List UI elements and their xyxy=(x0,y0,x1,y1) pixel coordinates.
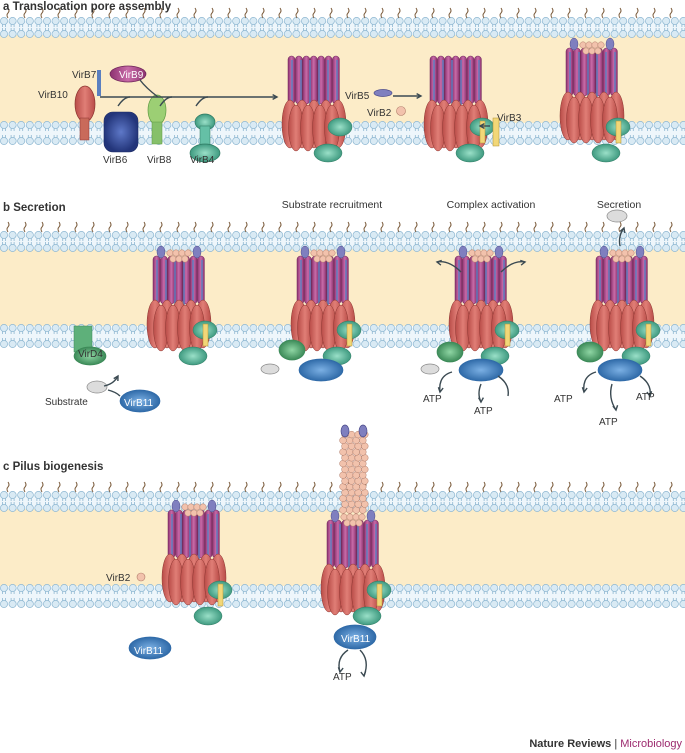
virb10-shape xyxy=(74,85,96,123)
label-atp-5: ATP xyxy=(636,392,655,403)
virb11-free-shape xyxy=(119,389,161,413)
section-b-letter: b xyxy=(3,202,10,214)
step-complex-activation: Complex activation xyxy=(447,199,536,211)
secretion-complex-b3 xyxy=(448,245,520,366)
section-c-heading: c Pilus biogenesis xyxy=(3,461,103,473)
label-substrate: Substrate xyxy=(45,397,88,408)
virb11-bound-1 xyxy=(298,358,344,382)
journal-credit: Nature Reviews | Microbiology xyxy=(529,738,682,750)
journal-separator: | xyxy=(614,738,617,750)
section-c-title: Pilus biogenesis xyxy=(13,461,104,473)
arrowhead xyxy=(337,667,344,674)
arrowhead xyxy=(477,397,485,404)
label-virb11-free: VirB11 xyxy=(124,398,154,409)
pilus-tip-left xyxy=(340,424,350,438)
label-virb2-c: VirB2 xyxy=(106,573,131,584)
label-virb9: VirB9 xyxy=(119,70,144,81)
atp-arrow-3 xyxy=(497,375,509,397)
label-virb7: VirB7 xyxy=(72,70,97,81)
join-arrow-virb9 xyxy=(139,79,159,98)
arrowhead xyxy=(619,226,626,234)
arrowhead xyxy=(581,387,588,394)
virb4-base xyxy=(189,143,221,163)
virb6-shape xyxy=(103,111,139,153)
secretion-complex-b4 xyxy=(589,245,661,366)
virb11-bound-2 xyxy=(458,358,504,382)
virb-d4-shape xyxy=(73,346,107,366)
virb11-free-c xyxy=(128,636,172,660)
step-secretion: Secretion xyxy=(597,199,642,211)
arrowhead xyxy=(272,93,279,101)
secretion-complex-a3 xyxy=(559,37,631,163)
label-virb11-c-bound: VirB11 xyxy=(341,634,371,645)
virb7-shape xyxy=(97,70,101,96)
virb2-shape xyxy=(396,106,406,116)
substrate-shape xyxy=(86,380,108,394)
substrate-bound-2 xyxy=(420,363,440,375)
arrowhead xyxy=(437,387,444,394)
virb9-shape xyxy=(109,65,147,83)
arrowhead xyxy=(360,671,367,678)
section-a-title: Translocation pore assembly xyxy=(13,1,172,13)
arrowhead xyxy=(113,374,119,382)
label-virb11-c-free: VirB11 xyxy=(134,646,164,657)
journal-section: Microbiology xyxy=(620,738,682,750)
label-virb4: VirB4 xyxy=(190,155,215,166)
arrowhead xyxy=(478,122,485,130)
arrowhead xyxy=(435,259,442,266)
virb-d4-bound-3 xyxy=(576,341,604,363)
join-arrow-3 xyxy=(195,96,209,107)
virb4-stem xyxy=(199,125,211,147)
secretion-complex-b1 xyxy=(146,245,218,366)
step-substrate-recruitment: Substrate recruitment xyxy=(282,199,382,211)
secretion-complex-c2 xyxy=(320,509,392,626)
section-c-letter: c xyxy=(3,461,10,473)
label-virb-d4: VirD4 xyxy=(78,349,103,360)
label-virb8: VirB8 xyxy=(147,155,172,166)
virb11-bound-c xyxy=(333,624,377,650)
label-virb5: VirB5 xyxy=(345,91,370,102)
label-atp-2: ATP xyxy=(474,406,493,417)
join-arrow-1 xyxy=(117,96,131,107)
label-virb3: VirB3 xyxy=(497,113,522,124)
label-virb2: VirB2 xyxy=(367,108,392,119)
arrowhead xyxy=(646,391,653,398)
label-atp-c: ATP xyxy=(333,672,352,683)
virb-d4-bound-2 xyxy=(436,341,464,363)
pilus-tip-right xyxy=(358,424,368,438)
section-a-heading: a Translocation pore assembly xyxy=(3,1,172,13)
virb-d4-bound-1 xyxy=(278,339,306,361)
arrowhead xyxy=(520,259,527,266)
secreted-substrate xyxy=(606,209,628,223)
secretion-complex-c1 xyxy=(161,499,233,626)
virb3-shape xyxy=(492,117,500,147)
label-atp-1: ATP xyxy=(423,394,442,405)
section-b-title: Secretion xyxy=(13,202,65,214)
virb8-shape xyxy=(147,94,167,126)
substrate-bound xyxy=(260,363,280,375)
section-b-heading: b Secretion xyxy=(3,202,66,214)
substrate-arrow-1 xyxy=(103,375,119,387)
virb10-stalk xyxy=(79,117,90,141)
label-virb10: VirB10 xyxy=(38,90,68,101)
arrowhead xyxy=(416,92,423,100)
virb8-stalk xyxy=(151,121,163,145)
journal-name: Nature Reviews xyxy=(529,738,611,750)
join-arrow-2 xyxy=(159,96,173,107)
label-atp-3: ATP xyxy=(554,394,573,405)
arrowhead xyxy=(612,405,619,412)
virb11-bound-3 xyxy=(597,358,643,382)
secretion-complex-a1 xyxy=(281,55,353,163)
virb2-free-c xyxy=(136,572,146,582)
pilus-shaft xyxy=(339,430,369,514)
virb5-shape xyxy=(373,89,393,97)
substrate-arrow-2 xyxy=(107,389,121,397)
label-atp-4: ATP xyxy=(599,417,618,428)
secretion-complex-b2 xyxy=(290,245,362,366)
section-a-letter: a xyxy=(3,1,10,13)
label-virb6: VirB6 xyxy=(103,155,128,166)
